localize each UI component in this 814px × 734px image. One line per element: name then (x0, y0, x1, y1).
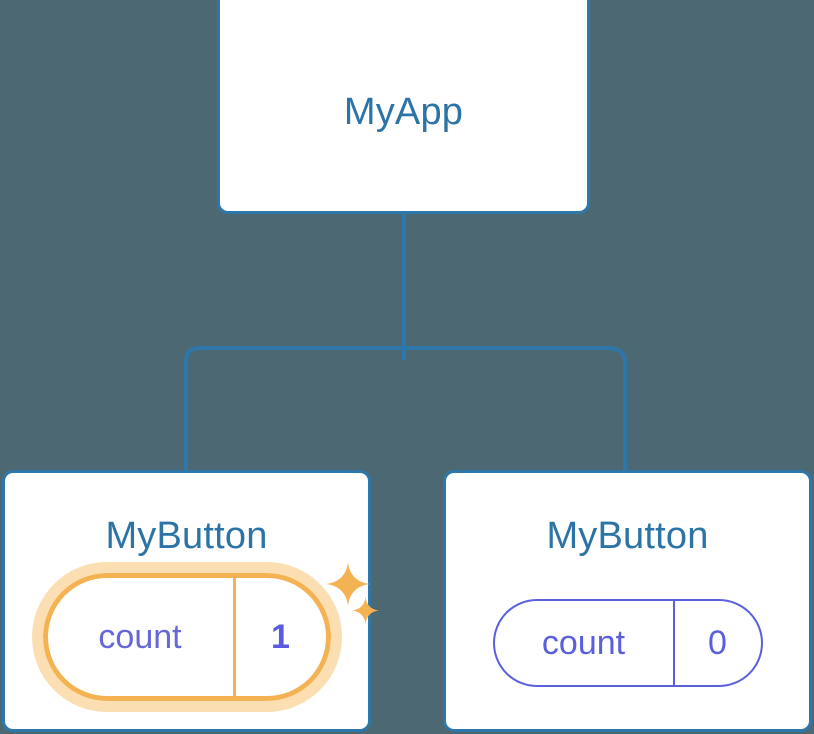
sparkle-large-icon (325, 562, 370, 606)
node-mybutton-1[interactable]: MyButton count 0 (443, 470, 812, 732)
state-pill-1-wrapper: count 0 (492, 599, 763, 687)
state-pill-1-value: 0 (708, 624, 727, 662)
state-pill-0-divider (232, 578, 236, 696)
state-pill-0-key: count (98, 618, 182, 656)
connector-branch-bus (184, 346, 627, 478)
node-myapp[interactable]: MyApp (217, 0, 590, 214)
node-mybutton-0-label: MyButton (105, 515, 268, 557)
state-pill-0-value: 1 (271, 618, 290, 656)
state-pill-0[interactable]: count 1 (42, 573, 331, 701)
state-pill-1[interactable]: count 0 (492, 599, 763, 687)
node-mybutton-0[interactable]: MyButton count 1 (2, 470, 379, 732)
state-pill-1-divider (672, 601, 675, 685)
node-myapp-label: MyApp (343, 91, 464, 133)
node-mybutton-1-label: MyButton (546, 515, 709, 557)
state-pill-0-wrapper: count 1 (31, 562, 379, 712)
state-pill-1-key: count (541, 624, 626, 662)
